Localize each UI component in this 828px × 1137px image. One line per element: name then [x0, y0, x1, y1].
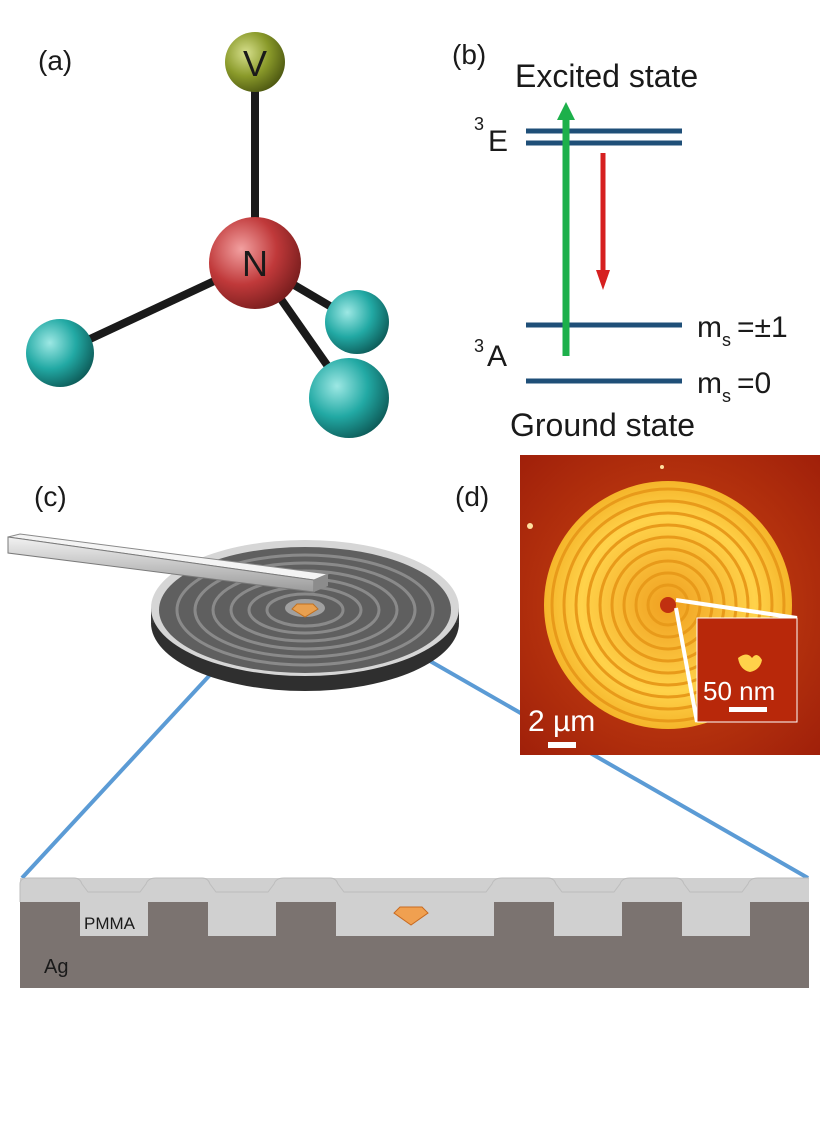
inset-map	[696, 617, 798, 723]
panel-a: (a) V N	[26, 32, 389, 438]
bonds	[58, 66, 360, 398]
nanodiamond-cross-section-icon	[393, 906, 429, 926]
ag-layer	[20, 902, 809, 988]
inset-pointer-top	[675, 598, 798, 620]
emission-arrow	[596, 153, 610, 290]
nitrogen-atom	[209, 217, 301, 309]
nitrogen-label: N	[242, 243, 268, 284]
level-ms0-sub: s	[722, 386, 731, 406]
panel-label-c: (c)	[34, 481, 67, 512]
inset-scale-bar	[729, 707, 767, 712]
excitation-arrow	[557, 102, 575, 356]
panel-c: (c) PMMA	[7, 481, 809, 988]
panel-label-d: (d)	[455, 481, 489, 512]
nanodiamond-icon	[291, 603, 319, 618]
carbon-atom-right	[325, 290, 389, 354]
level-ms1-m: m	[697, 311, 722, 344]
level-ms1-sub: s	[722, 330, 731, 350]
cross-section: PMMA Ag	[19, 877, 809, 988]
ground-term: A	[487, 340, 507, 373]
ag-label: Ag	[44, 956, 68, 978]
excited-state-title: Excited state	[515, 58, 698, 94]
inset-scale-label: 50 nm	[703, 676, 775, 706]
level-ms0-m: m	[697, 367, 722, 400]
carbon-atom-bottom	[309, 358, 389, 438]
panel-label-a: (a)	[38, 45, 72, 76]
probe-tip	[7, 533, 330, 593]
panel-label-b: (b)	[452, 39, 486, 70]
main-scale-label: 2 µm	[528, 705, 595, 738]
main-scale-bar	[548, 742, 576, 748]
level-ms1-value: =±1	[737, 311, 788, 344]
pmma-label: PMMA	[84, 914, 136, 933]
level-ms0-value: =0	[737, 367, 771, 400]
carbon-atom-left	[26, 319, 94, 387]
ground-term-superscript: 3	[474, 336, 484, 356]
inset-pointer-bottom	[674, 607, 699, 723]
panel-b: (b) Excited state 3 E m s =±1 m s =0 3 A…	[452, 39, 788, 443]
excited-term-superscript: 3	[474, 114, 484, 134]
vacancy-atom	[225, 32, 285, 92]
vacancy-label: V	[243, 43, 267, 84]
panel-d: (d) 50 nm 2 µm	[455, 455, 820, 755]
ground-state-title: Ground state	[510, 407, 695, 443]
excited-term: E	[488, 125, 508, 158]
bullseye-disc	[151, 540, 459, 691]
